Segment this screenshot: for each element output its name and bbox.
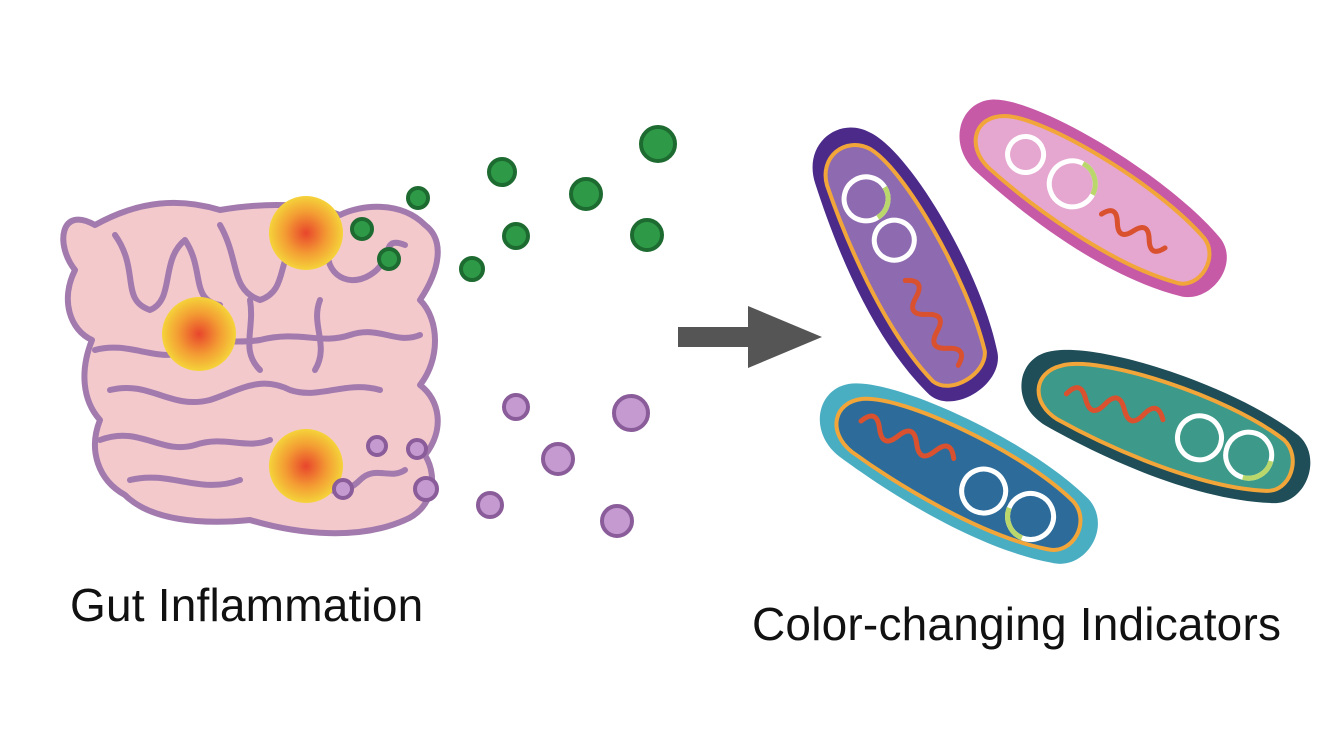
dna-squiggle bbox=[902, 277, 964, 368]
purple-molecule bbox=[502, 393, 530, 421]
plasmid bbox=[1174, 413, 1224, 463]
gut-inflammation-label: Gut Inflammation bbox=[70, 579, 424, 631]
inflammation-spot bbox=[162, 297, 236, 371]
purple-molecule bbox=[541, 442, 575, 476]
plasmid bbox=[871, 217, 917, 263]
intestine-icon bbox=[60, 196, 441, 537]
green-molecules bbox=[350, 125, 677, 282]
purple-molecule bbox=[600, 504, 634, 538]
green-molecule bbox=[639, 125, 677, 163]
inflammation-spot bbox=[269, 429, 343, 503]
purple-molecule bbox=[366, 435, 388, 457]
green-molecule bbox=[459, 256, 485, 282]
right-arrow-icon bbox=[678, 306, 822, 368]
bacterium-icon bbox=[812, 127, 998, 402]
green-molecule bbox=[569, 177, 603, 211]
purple-molecule bbox=[332, 478, 354, 500]
plasmid bbox=[1005, 133, 1047, 175]
bacterium-inner bbox=[1036, 361, 1295, 493]
green-molecule bbox=[630, 218, 664, 252]
purple-molecule bbox=[413, 476, 439, 502]
bacterium-icon bbox=[959, 99, 1227, 298]
color-changing-indicators-label: Color-changing Indicators bbox=[752, 598, 1282, 650]
bacterium-icon bbox=[819, 383, 1098, 564]
green-molecule bbox=[487, 157, 517, 187]
dna-squiggle bbox=[1098, 208, 1168, 254]
purple-molecules bbox=[332, 393, 650, 538]
dna-squiggle bbox=[858, 413, 957, 461]
bacterium-inner bbox=[823, 143, 987, 388]
plasmid-marker bbox=[1242, 460, 1274, 481]
dna-squiggle bbox=[1063, 385, 1166, 424]
plasmid-marker bbox=[1005, 506, 1024, 541]
inflammation-spot bbox=[269, 196, 343, 270]
purple-molecule bbox=[406, 438, 428, 460]
green-molecule bbox=[377, 247, 401, 271]
bacterium-icon bbox=[1021, 349, 1311, 504]
plasmid-marker bbox=[1081, 161, 1098, 196]
plasmid-marker bbox=[876, 185, 891, 220]
green-molecule bbox=[502, 222, 530, 250]
purple-molecule bbox=[476, 491, 504, 519]
green-molecule bbox=[350, 217, 374, 241]
green-molecule bbox=[406, 186, 430, 210]
purple-molecule bbox=[612, 394, 650, 432]
plasmid bbox=[959, 466, 1009, 516]
